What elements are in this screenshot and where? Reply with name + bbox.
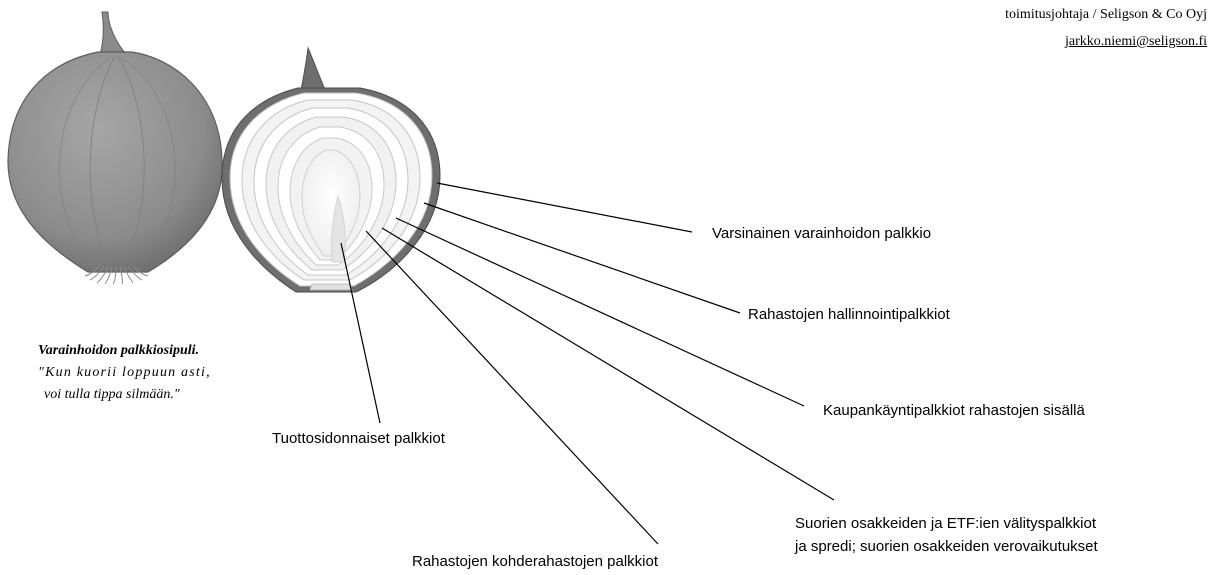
leader-line-trading-fees (396, 218, 804, 406)
label-brokerage-line-1: Suorien osakkeiden ja ETF:ien välityspal… (795, 515, 1096, 533)
label-target-fund-fees: Rahastojen kohderahastojen palkkiot (412, 553, 658, 571)
leader-line-target-fund-fees (366, 231, 658, 544)
label-fund-management-fees: Rahastojen hallinnointipalkkiot (748, 306, 950, 324)
label-asset-management-fee: Varsinainen varainhoidon palkkio (712, 225, 931, 243)
leader-line-fund-management-fees (424, 203, 740, 313)
caption-quote-line-1: "Kun kuorii loppuun asti, (38, 363, 211, 383)
label-trading-fees: Kaupankäyntipalkkiot rahastojen sisällä (823, 402, 1085, 420)
cut-onion (222, 48, 440, 292)
author-title: toimitusjohtaja / Seligson & Co Oyj (1005, 5, 1207, 25)
leader-line-asset-management-fee (437, 183, 692, 232)
caption-quote-line-2: voi tulla tippa silmään." (44, 385, 180, 405)
whole-onion-bulb (8, 52, 222, 272)
caption-title: Varainhoidon palkkiosipuli. (38, 341, 199, 361)
label-performance-fees: Tuottosidonnaiset palkkiot (272, 430, 445, 448)
leader-line-brokerage (382, 228, 834, 500)
whole-onion-stem (100, 12, 130, 58)
whole-onion (8, 12, 222, 284)
label-brokerage-line-2: ja spredi; suorien osakkeiden verovaikut… (795, 538, 1098, 556)
author-email-link[interactable]: jarkko.niemi@seligson.fi (1065, 32, 1207, 52)
